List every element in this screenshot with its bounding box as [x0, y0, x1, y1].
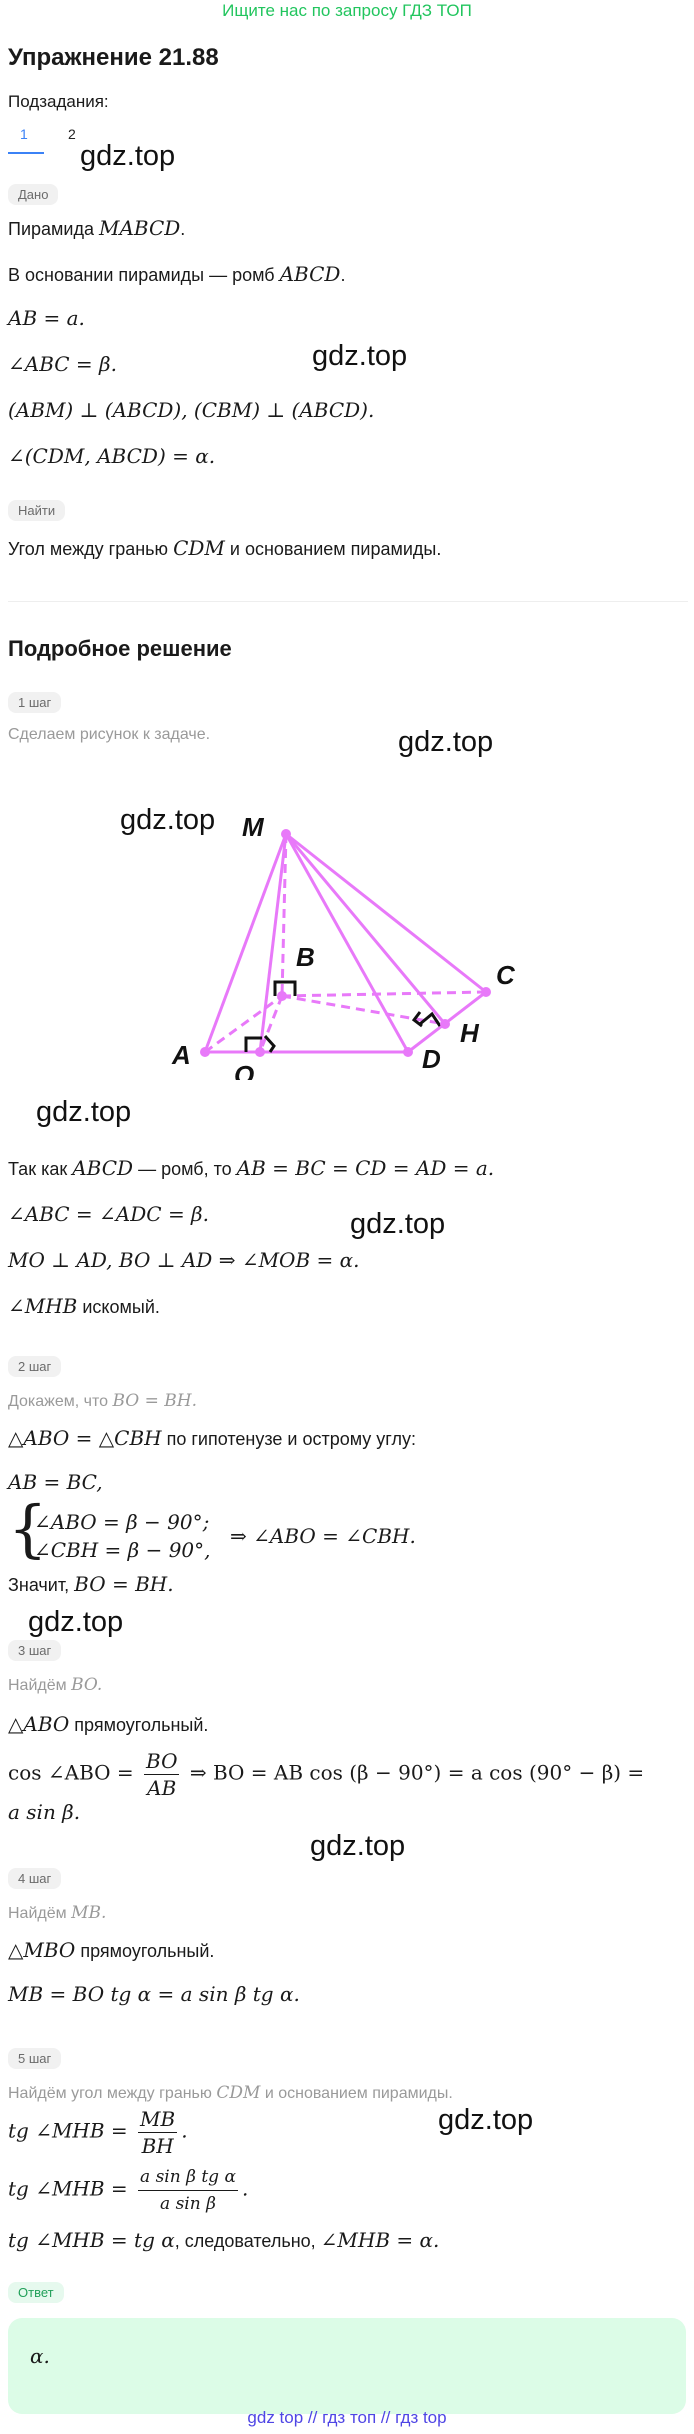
vertex-B	[277, 991, 287, 1001]
given-line-5: (ABM) ⊥ (ABCD), (CBM) ⊥ (ABCD).	[8, 398, 375, 422]
divider	[8, 601, 688, 602]
find-line: Угол между гранью CDM и основанием пирам…	[8, 536, 442, 560]
watermark: gdz.top	[36, 1096, 132, 1128]
step-3-line-1: △ABO прямоугольный.	[8, 1712, 209, 1736]
step-5-line-3: tg ∠MHB = tg α, следовательно, ∠MHB = α.	[8, 2228, 440, 2252]
answer-box	[8, 2318, 686, 2414]
step-1-hint: Сделаем рисунок к задаче.	[8, 726, 211, 743]
step-3-line-3: a sin β.	[8, 1800, 81, 1824]
step-4-hint: Найдём MB.	[8, 1903, 107, 1923]
step-2-line-2: AB = BC,	[8, 1470, 103, 1494]
edge-AB	[204, 994, 283, 1054]
step-1-line-3: MO ⊥ AD, BO ⊥ AD ⇒ ∠MOB = α.	[8, 1248, 360, 1272]
pyramid-figure: M B C A O D H	[171, 812, 516, 1080]
answer-chip: Ответ	[8, 2282, 64, 2303]
step-1-line-1: Так как ABCD — ромб, то AB = BC = CD = A…	[8, 1156, 495, 1180]
label-C: C	[496, 960, 516, 990]
tab-subtask-2[interactable]: 2	[68, 126, 76, 142]
watermark: gdz.top	[28, 1606, 124, 1638]
given-line-6: ∠(CDM, ABCD) = α.	[8, 444, 216, 468]
step-5-hint: Найдём угол между гранью CDM и основание…	[8, 2083, 453, 2103]
watermark: gdz.top	[312, 340, 408, 372]
edge-BO	[258, 995, 284, 1053]
vertex-D	[403, 1047, 413, 1057]
vertex-H	[440, 1019, 450, 1029]
label-O: O	[234, 1060, 254, 1080]
right-angle-mark	[263, 1034, 276, 1053]
watermark: gdz.top	[438, 2104, 534, 2136]
step-2-chip: 2 шаг	[8, 1356, 62, 1377]
label-D: D	[422, 1044, 441, 1074]
watermark: gdz.top	[398, 726, 494, 758]
active-tab-indicator	[8, 152, 44, 154]
given-line-4: ∠ABC = β.	[8, 352, 117, 376]
find-chip: Найти	[8, 500, 66, 521]
edge-BH	[281, 994, 446, 1026]
step-2-line-3: Значит, BO = BH.	[8, 1572, 174, 1596]
label-M: M	[242, 812, 265, 842]
given-line-1: Пирамида MABCD.	[8, 216, 186, 240]
edge-MA	[203, 833, 288, 1053]
watermark: gdz.top	[310, 1830, 406, 1862]
vertex-M	[281, 829, 291, 839]
right-angle-mark	[273, 980, 297, 996]
step-3-chip: 3 шаг	[8, 1640, 62, 1661]
tab-subtask-1[interactable]: 1	[20, 126, 28, 142]
step-3-hint: Найдём BO.	[8, 1675, 103, 1695]
page-title: Упражнение 21.88	[8, 44, 219, 71]
edge-MO	[258, 833, 288, 1053]
step-4-line-1: △MBO прямоугольный.	[8, 1938, 215, 1962]
step-1-line-4: ∠MHB искомый.	[8, 1294, 160, 1318]
watermark: gdz.top	[80, 140, 176, 172]
step-2-line-1: △ABO = △CBH по гипотенузе и острому углу…	[8, 1426, 416, 1450]
step-2-hint: Докажем, что BO = BH.	[8, 1391, 198, 1411]
footer-links[interactable]: gdz top // гдз топ // гдз top	[247, 2408, 447, 2427]
vertex-A	[200, 1047, 210, 1057]
label-H: H	[460, 1018, 480, 1048]
edge-MB	[280, 833, 288, 997]
given-line-2: В основании пирамиды — ромб ABCD.	[8, 262, 346, 286]
label-A: A	[171, 1040, 191, 1070]
solution-title: Подробное решение	[8, 636, 232, 661]
given-chip: Дано	[8, 184, 59, 205]
step-5-chip: 5 шаг	[8, 2048, 62, 2069]
vertex-O	[255, 1047, 265, 1057]
subtasks-label: Подзадания:	[8, 92, 109, 111]
right-angle-mark	[419, 1011, 442, 1027]
vertex-C	[481, 987, 491, 997]
step-1-chip: 1 шаг	[8, 692, 62, 713]
watermark: gdz.top	[120, 804, 216, 836]
step-4-line-2: MB = BO tg α = a sin β tg α.	[8, 1982, 300, 2006]
step-4-chip: 4 шаг	[8, 1868, 62, 1889]
step-1-line-2: ∠ABC = ∠ADC = β.	[8, 1202, 209, 1226]
watermark: gdz.top	[350, 1208, 446, 1240]
label-B: B	[296, 942, 315, 972]
right-angle-mark	[244, 1036, 262, 1052]
answer-value: α.	[30, 2344, 50, 2368]
edge-BC	[281, 990, 487, 998]
edge-MC	[285, 832, 487, 994]
top-banner[interactable]: Ищите нас по запросу ГДЗ ТОП	[222, 1, 472, 20]
equation-system: { ∠ABO = β − 90°; ∠CBH = β − 90°, ⇒ ∠ABO…	[8, 1492, 416, 1565]
given-line-3: AB = a.	[8, 306, 85, 330]
right-angle-mark	[411, 1011, 423, 1028]
